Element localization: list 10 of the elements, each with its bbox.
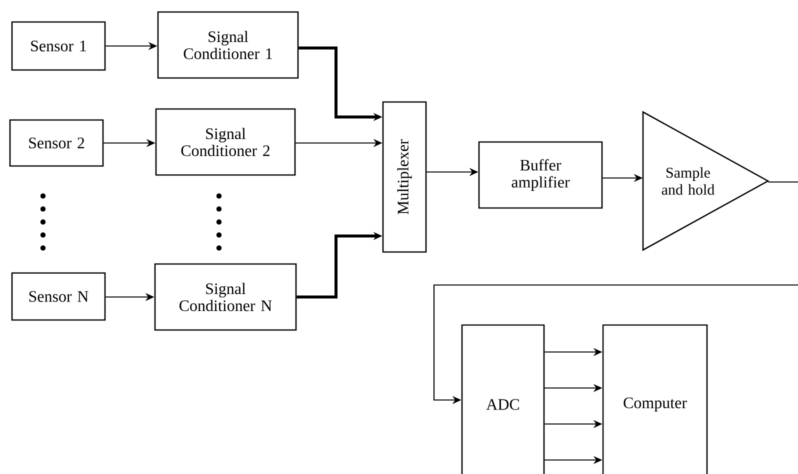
process-box: Signal Conditioner 1 [157,11,299,79]
sensor-box: Sensor 1 [11,21,106,71]
computer-box: Computer [602,324,708,474]
adc-box: ADC [461,324,545,474]
process-box: Signal Conditioner 2 [155,108,296,176]
sensor-box: Sensor N [11,272,106,321]
sensor-box: Sensor 2 [9,119,104,167]
process-box: Signal Conditioner N [154,263,297,331]
multiplexer-box: Multiplexer [382,101,427,253]
amplifier-box: Buffer amplifier [478,141,603,209]
